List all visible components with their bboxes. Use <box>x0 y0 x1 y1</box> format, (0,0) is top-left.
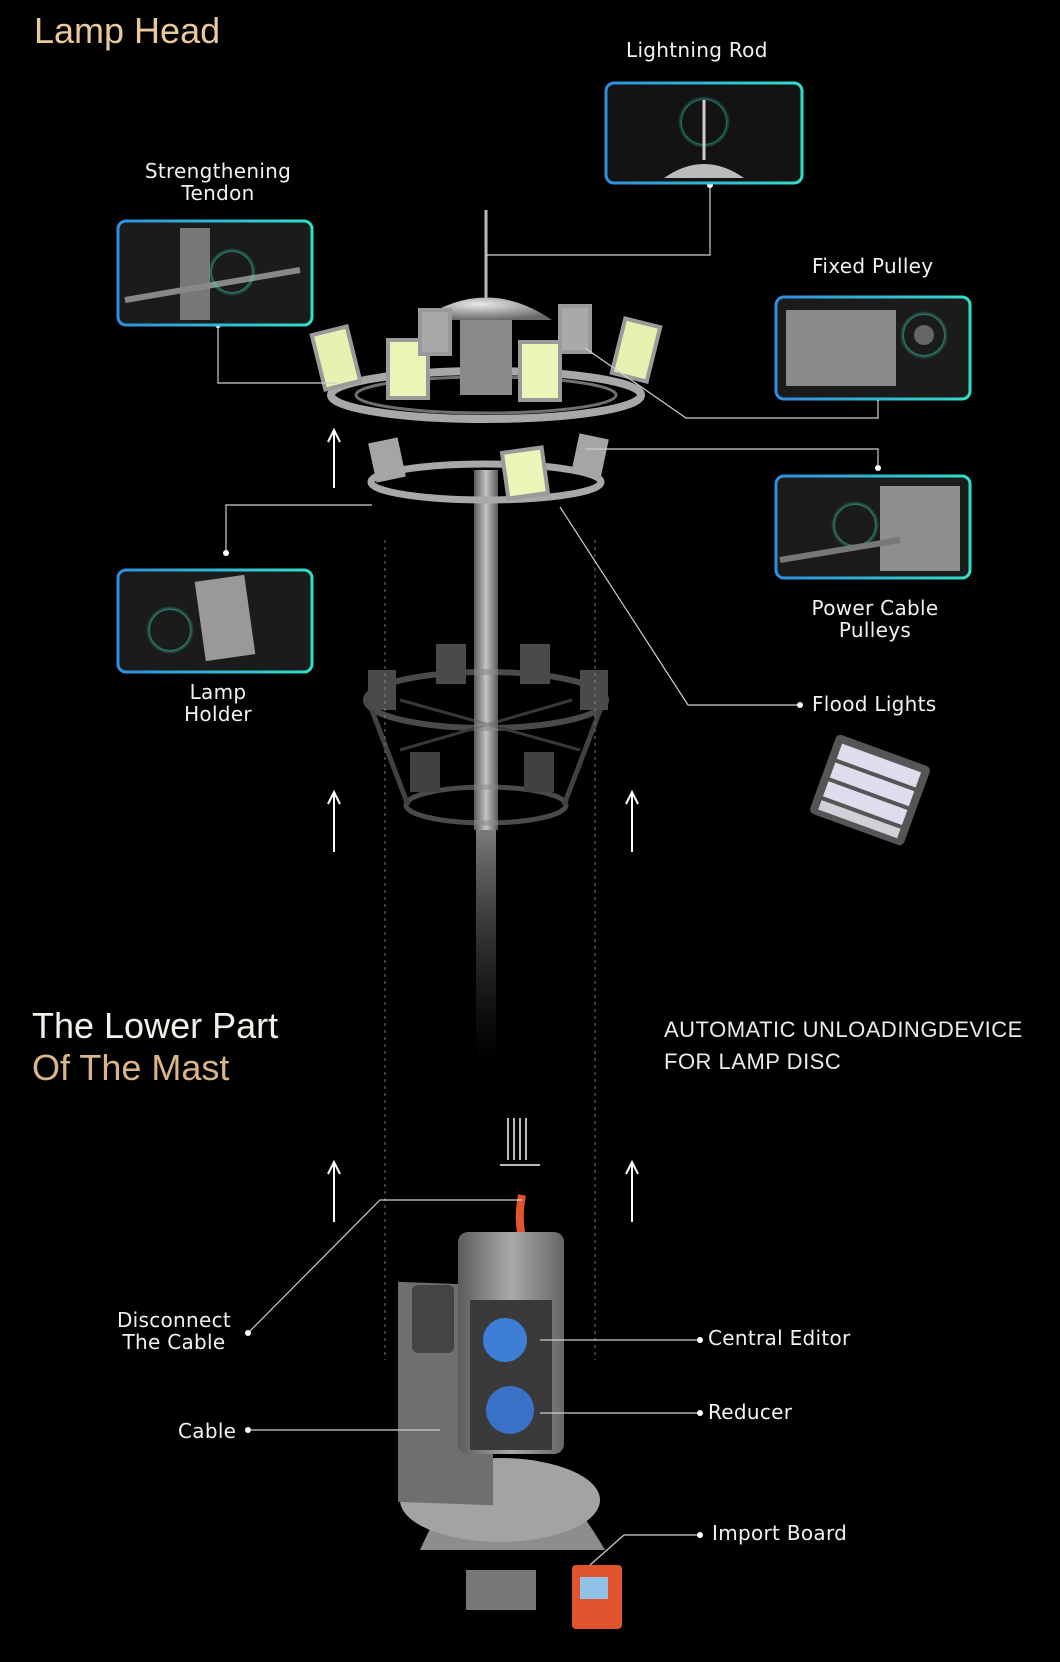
flood-light-panels <box>309 304 663 402</box>
detail-frame-lamp-holder <box>116 568 314 674</box>
leader-lines <box>217 185 879 1566</box>
label-flood-lights: Flood Lights <box>812 692 937 716</box>
detail-frame-strengthening-tendon <box>116 219 314 327</box>
label-import-board: Import Board <box>712 1521 848 1545</box>
device-caption-line1: AUTOMATIC UNLOADINGDEVICE <box>664 1017 1023 1042</box>
detail-frame-power-cable-pulleys <box>774 474 972 580</box>
label-lamp-holder-line2: Holder <box>184 702 252 726</box>
mast-pole <box>474 470 498 830</box>
label-power-cable-pulleys-line1: Power Cable <box>811 596 939 620</box>
label-power-cable-pulleys: Power Cable Pulleys <box>780 597 970 641</box>
mast-pole-fade <box>476 830 496 1060</box>
detail-frame-fixed-pulley <box>774 295 972 401</box>
upper-lamp-ring <box>309 297 663 423</box>
label-disconnect-line1: Disconnect <box>116 1308 232 1332</box>
label-lightning-rod: Lightning Rod <box>626 38 768 62</box>
label-power-cable-pulleys-line2: Pulleys <box>838 618 912 642</box>
label-strengthening-tendon-line2: Tendon <box>181 181 255 205</box>
label-lamp-holder-line1: Lamp <box>189 680 247 704</box>
device-caption: AUTOMATIC UNLOADINGDEVICE FOR LAMP DISC <box>664 1014 1023 1078</box>
label-disconnect-the-cable: Disconnect The Cable <box>104 1309 244 1353</box>
label-reducer: Reducer <box>708 1400 793 1424</box>
lifting-hook-icon <box>500 1118 540 1166</box>
winch-cabinet <box>398 1232 622 1629</box>
label-strengthening-tendon: Strengthening Tendon <box>128 160 308 204</box>
flood-light-icon <box>810 734 930 846</box>
label-fixed-pulley: Fixed Pulley <box>812 254 934 278</box>
label-disconnect-line2: The Cable <box>122 1330 226 1354</box>
lower-part-heading-line1: The Lower Part <box>32 1005 279 1046</box>
lamp-head-heading: Lamp Head <box>34 10 221 51</box>
lower-part-heading-line2: Of The Mast <box>32 1047 230 1088</box>
label-central-editor: Central Editor <box>708 1326 851 1350</box>
device-caption-line2: FOR LAMP DISC <box>664 1049 842 1074</box>
lowered-lamp-ring <box>363 644 609 826</box>
label-lamp-holder: Lamp Holder <box>158 681 278 725</box>
lamp-holder-ring <box>367 433 609 504</box>
detail-frame-lightning-rod <box>604 81 804 185</box>
label-cable: Cable <box>178 1419 237 1443</box>
label-strengthening-tendon-line1: Strengthening <box>144 159 292 183</box>
up-arrow-icon <box>327 427 639 1222</box>
